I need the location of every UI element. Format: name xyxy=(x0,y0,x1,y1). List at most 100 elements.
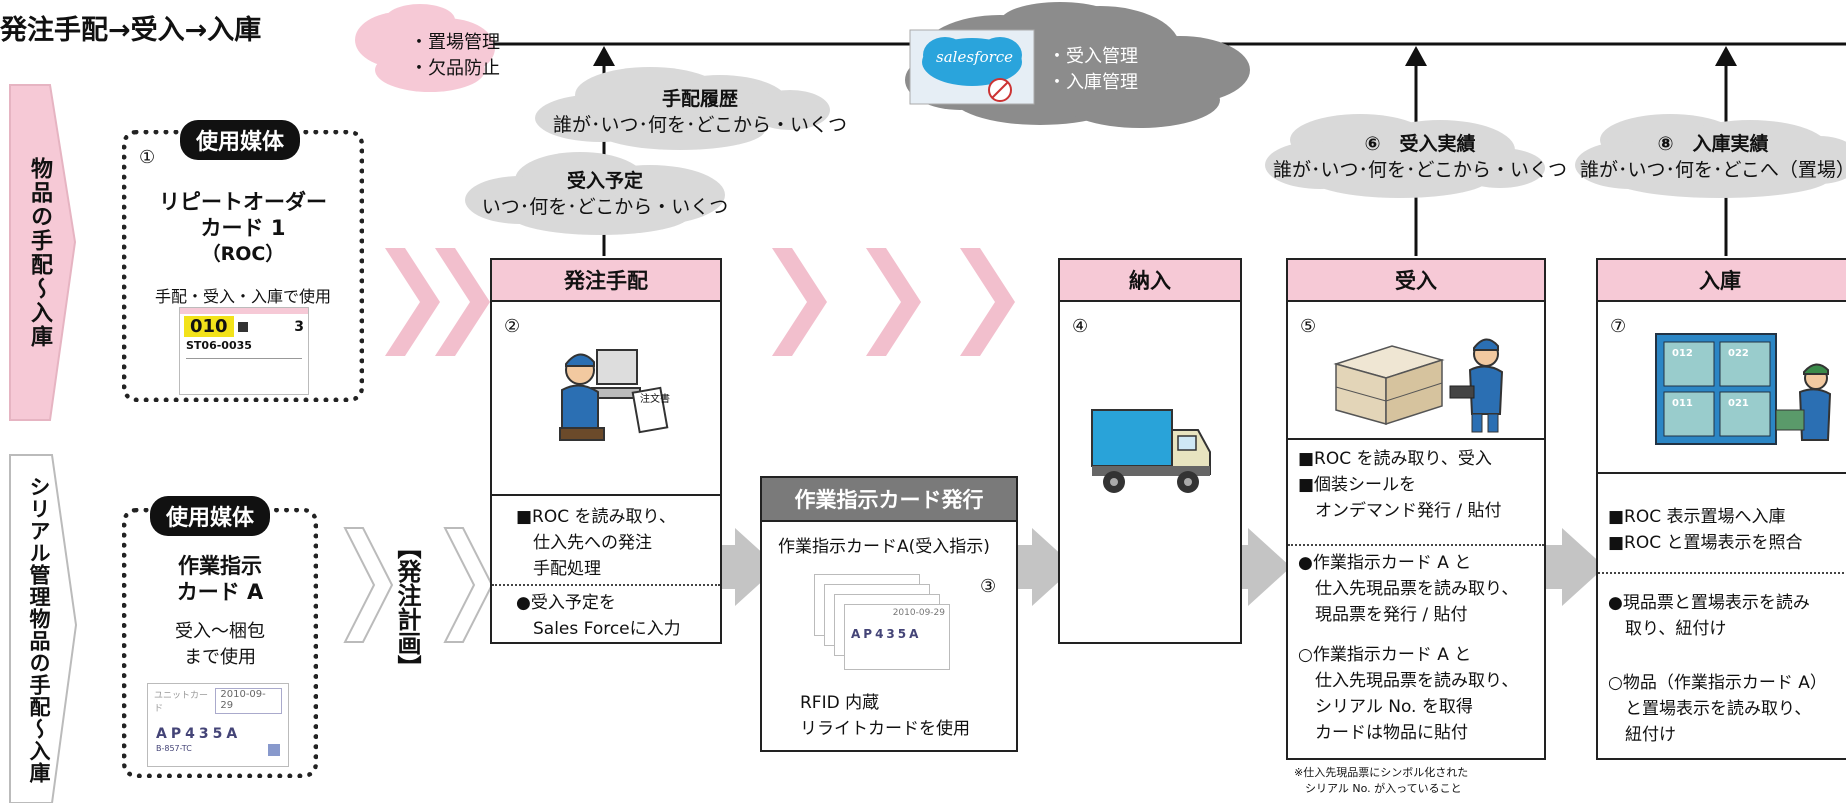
media1-name-line3: （ROC） xyxy=(201,243,285,265)
order-text-2: ●受入予定を Sales Forceに入力 xyxy=(516,590,681,642)
receive-line-1: ■ROC を読み取り、受入 xyxy=(1298,449,1492,469)
receive-line3-1: ○作業指示カード A と xyxy=(1298,645,1472,665)
stock-line3-2: と置場表示を読み取り、 xyxy=(1608,699,1812,719)
grey-block-arrows xyxy=(712,528,1605,606)
roc-card-part: ST06-0035 xyxy=(186,339,252,352)
receipt-plan-text: いつ･何を･どこから・いくつ xyxy=(481,196,729,218)
workcard-code: AP435A xyxy=(156,726,242,742)
order-history-cloud xyxy=(535,67,830,150)
page-title: 発注手配→受入→入庫 xyxy=(0,15,262,46)
delivery-box: 納入 ④ xyxy=(1058,258,1242,644)
order-header: 発注手配 xyxy=(492,260,720,302)
workcard-number: ③ xyxy=(980,576,997,597)
media1-name-line1: リピートオーダー xyxy=(159,190,327,214)
order-line2-1: ●受入予定を xyxy=(516,593,616,613)
stock-line2-1: ●現品票と置場表示を読み xyxy=(1608,593,1810,613)
salesforce-item-1: ・受入管理 xyxy=(1048,46,1138,67)
receive-line2-2: 仕入先現品票を読み取り、 xyxy=(1298,579,1519,599)
workcard-qr-icon xyxy=(268,744,280,756)
stock-result-title: ⑧ 入庫実績 xyxy=(1657,133,1769,155)
workcard-subtitle: 作業指示カードA(受入指示) xyxy=(778,537,990,557)
salesforce-cloud-text: ・受入管理 ・入庫管理 xyxy=(1048,44,1138,96)
media2-usage-line2: まで使用 xyxy=(184,647,256,668)
order-history-text: 誰が･いつ･何を･どこから・いくつ xyxy=(553,114,847,136)
receive-number: ⑤ xyxy=(1300,316,1317,337)
stock-result-cloud xyxy=(1575,114,1846,198)
order-line-1: ■ROC を読み取り、 xyxy=(516,507,676,527)
pink-chevrons xyxy=(385,248,1015,356)
order-line-2: 仕入先への発注 xyxy=(516,533,652,553)
stock-result-cloud-text: ⑧ 入庫実績 誰が･いつ･何を･どこへ（置場） xyxy=(1580,131,1846,183)
media2-name-line1: 作業指示 xyxy=(178,554,262,578)
receive-line3-2: 仕入先現品票を読み取り、 xyxy=(1298,671,1519,691)
roc-card-qty: 3 xyxy=(294,318,304,335)
media2-name-line2: カード A xyxy=(176,580,264,604)
media2-name: 作業指示 カード A xyxy=(127,553,313,605)
order-history-cloud-text: 手配履歴 誰が･いつ･何を･どこから・いくつ xyxy=(550,86,850,138)
roc-card-code: 010 xyxy=(184,316,234,337)
placement-item-2: ・欠品防止 xyxy=(410,58,500,79)
stock-text-3: ○物品（作業指示カード A） と置場表示を読み取り、 紐付け xyxy=(1608,670,1827,748)
workcard-box: 作業指示カード発行 作業指示カードA(受入指示) ③ 2010-09-29 AP… xyxy=(760,476,1018,752)
delivery-header: 納入 xyxy=(1060,260,1240,302)
shelf-label-1: 012 xyxy=(1672,348,1693,359)
receive-note: ※仕入先現品票にシンボル化された シリアル No. が入っていること xyxy=(1294,765,1468,797)
receipt-plan-title: 受入予定 xyxy=(566,170,643,192)
receive-text-2: ●作業指示カード A と 仕入先現品票を読み取り、 現品票を発行 / 貼付 xyxy=(1298,550,1518,628)
workcard-stack-illustration: 2010-09-29 AP435A xyxy=(814,574,954,674)
order-line2-2: Sales Forceに入力 xyxy=(516,619,681,639)
receipt-result-title: ⑥ 受入実績 xyxy=(1364,133,1476,155)
stock-line3-1: ○物品（作業指示カード A） xyxy=(1608,673,1827,693)
receive-header: 受入 xyxy=(1288,260,1544,302)
stock-up-arrowhead xyxy=(1715,46,1737,66)
order-history-title: 手配履歴 xyxy=(661,88,738,110)
shelf-label-3: 011 xyxy=(1672,398,1693,409)
receive-box: 受入 ⑤ ■ROC を読み取り、受入 ■個装シールを オンデマンド発行 / 貼付… xyxy=(1286,258,1546,760)
placement-cloud xyxy=(355,4,495,92)
workcard-footer: RFID 内蔵 リライトカードを使用 xyxy=(800,690,970,742)
receipt-plan-cloud xyxy=(465,152,725,235)
roc-card-image: 010 3 ST06-0035 xyxy=(179,307,309,395)
receive-line2-3: 現品票を発行 / 貼付 xyxy=(1298,605,1468,625)
receive-up-arrowhead xyxy=(1405,46,1427,66)
media2-tag: 使用媒体 xyxy=(150,496,271,536)
workcard-front-card: 2010-09-29 AP435A xyxy=(844,604,950,670)
shelf-label-4: 021 xyxy=(1728,398,1749,409)
receipt-result-cloud xyxy=(1265,114,1545,198)
workcard-date: 2010-09-29 xyxy=(215,688,282,714)
receive-line2-1: ●作業指示カード A と xyxy=(1298,553,1472,573)
order-operator-illustration xyxy=(552,340,672,460)
goods-lane: 物品の手配～入庫 xyxy=(10,90,68,415)
computer-operator-icon xyxy=(559,349,669,441)
workcard-footer-2: リライトカードを使用 xyxy=(800,719,970,739)
receive-line-3: オンデマンド発行 / 貼付 xyxy=(1298,501,1502,521)
media-workcard-box: 作業指示 カード A 受入～梱包 まで使用 ユニットカード 2010-09-29… xyxy=(122,508,318,778)
receive-line3-3: シリアル No. を取得 xyxy=(1298,697,1473,717)
receive-text-3: ○作業指示カード A と 仕入先現品票を読み取り、 シリアル No. を取得 カ… xyxy=(1298,642,1518,746)
media2-usage-line1: 受入～梱包 xyxy=(175,621,265,642)
order-line-3: 手配処理 xyxy=(516,559,601,579)
stock-number: ⑦ xyxy=(1610,316,1627,337)
truck-icon xyxy=(1091,409,1211,493)
media2-usage: 受入～梱包 まで使用 xyxy=(127,619,313,671)
order-box: 発注手配 ② 注文書 ■ROC を読み取り、 仕入先への発注 手配処理 ●受入予… xyxy=(490,258,722,644)
media1-tag: 使用媒体 xyxy=(180,120,301,160)
workcard-header: 作業指示カード発行 xyxy=(762,478,1016,522)
workcard-front-date: 2010-09-29 xyxy=(892,608,945,618)
receipt-plan-cloud-text: 受入予定 いつ･何を･どこから・いくつ xyxy=(470,168,740,220)
media-roc-box: ① リピートオーダー カード 1 （ROC） 手配・受入・入庫で使用 010 3… xyxy=(122,130,364,402)
stock-text-1: ■ROC 表示置場へ入庫 ■ROC と置場表示を照合 xyxy=(1608,504,1803,556)
shelf-label-2: 022 xyxy=(1728,348,1749,359)
placement-item-1: ・置場管理 xyxy=(410,32,500,53)
serial-lane-bar xyxy=(9,454,78,803)
receipt-result-cloud-text: ⑥ 受入実績 誰が･いつ･何を･どこから・いくつ xyxy=(1260,131,1580,183)
roc-card-qr-icon xyxy=(237,321,248,332)
serial-lane-label: シリアル管理物品の手配～入庫 xyxy=(27,476,51,784)
receive-note-1: ※仕入先現品票にシンボル化された xyxy=(1294,766,1469,779)
order-document-label: 注文書 xyxy=(640,394,670,405)
stock-result-text: 誰が･いつ･何を･どこへ（置場） xyxy=(1580,159,1846,181)
stock-line2-2: 取り、紐付け xyxy=(1608,619,1727,639)
order-number: ② xyxy=(504,316,521,337)
media1-number: ① xyxy=(139,147,156,168)
